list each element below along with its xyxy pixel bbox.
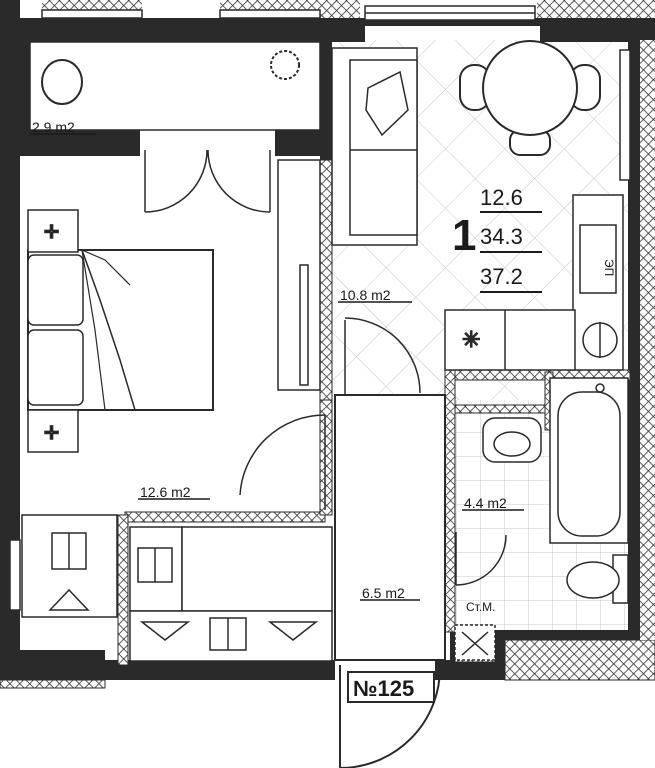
electric-stove-label: ЭП bbox=[602, 259, 616, 276]
apartment-number: №125 bbox=[353, 676, 414, 701]
apartment-number-box bbox=[347, 671, 435, 703]
chair-icon bbox=[41, 59, 83, 105]
double-bed bbox=[27, 249, 214, 411]
bedroom-area-label: 12.6 m2 bbox=[140, 484, 191, 500]
entrance-door bbox=[339, 665, 441, 768]
hall bbox=[334, 394, 446, 661]
sofa bbox=[331, 47, 418, 246]
kitchen-door bbox=[344, 317, 421, 395]
usable-area: 34.3 bbox=[480, 224, 523, 249]
bathroom-area-label: 4.4 m2 bbox=[464, 495, 507, 511]
lamp-icon: ✛ bbox=[44, 423, 59, 443]
riser-label: Ст.М. bbox=[466, 600, 496, 614]
balcony-area-label: 2.9 m2 bbox=[32, 119, 75, 135]
lamp-icon: ✛ bbox=[44, 222, 59, 242]
kitchen-area-label: 10.8 m2 bbox=[340, 287, 391, 303]
toilet-icon bbox=[566, 561, 620, 599]
living-area: 12.6 bbox=[480, 185, 523, 210]
wardrobe bbox=[277, 159, 321, 391]
windows bbox=[9, 5, 631, 611]
nightstands: ✛ ✛ bbox=[27, 209, 79, 453]
hall-area-label: 6.5 m2 bbox=[362, 585, 405, 601]
plant-icon bbox=[270, 50, 300, 80]
closet bbox=[21, 514, 333, 662]
area-summary: 1 12.6 34.3 37.2 bbox=[452, 185, 542, 293]
rooms-count: 1 bbox=[452, 211, 476, 260]
kitchen-counter: ✳ bbox=[444, 194, 624, 371]
bathroom-fixtures bbox=[454, 377, 629, 661]
dining-table bbox=[459, 40, 601, 156]
fan-icon: ✳ bbox=[462, 327, 480, 352]
balcony bbox=[29, 41, 321, 131]
total-area: 37.2 bbox=[480, 264, 523, 289]
balcony-door bbox=[144, 149, 271, 213]
bedroom-door bbox=[239, 414, 326, 510]
